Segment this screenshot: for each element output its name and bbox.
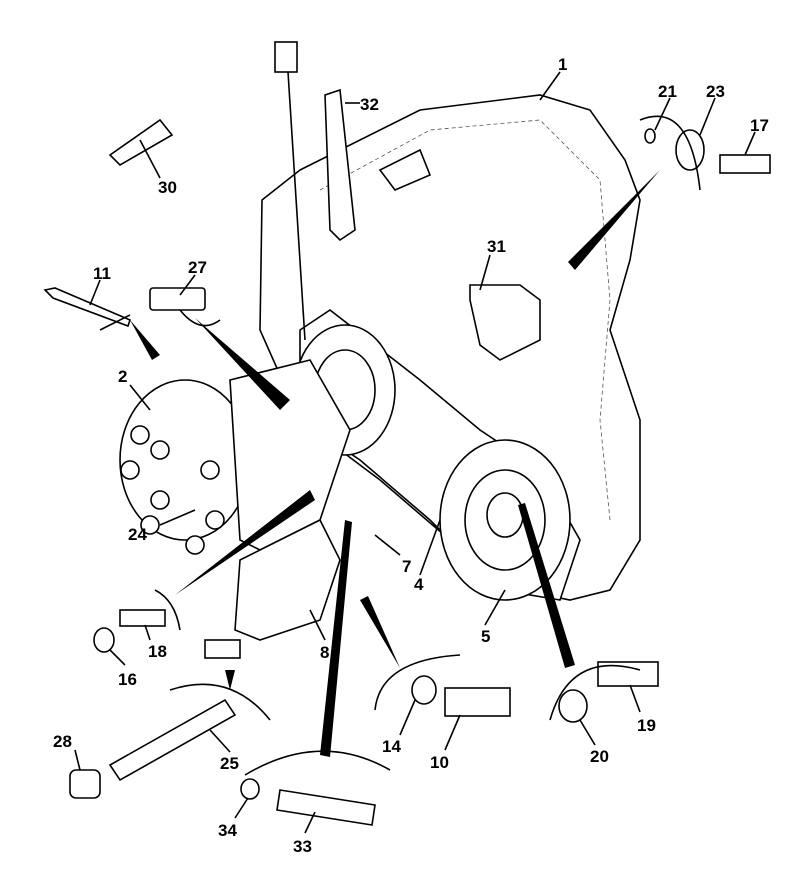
washer-16	[93, 627, 115, 653]
callout-34: 34	[218, 821, 237, 840]
bolt-18	[119, 609, 166, 627]
mount-bracket	[234, 518, 341, 641]
bolt-33	[276, 789, 376, 826]
washer-21	[644, 128, 656, 144]
callout-19: 19	[637, 716, 656, 735]
callout-11: 11	[93, 264, 111, 283]
bolt-11	[43, 287, 131, 328]
callout-25: 25	[220, 754, 239, 773]
compressor	[119, 379, 251, 541]
spacer-28	[69, 769, 101, 799]
callout-20: 20	[590, 747, 609, 766]
callout-33: 33	[293, 837, 312, 856]
callout-14: 14	[382, 737, 401, 756]
strap-bracket	[324, 88, 356, 242]
nut-34	[240, 778, 260, 800]
washer-14	[411, 675, 437, 705]
washer-23	[675, 129, 705, 171]
callout-30: 30	[158, 178, 177, 197]
bolt-17	[719, 154, 771, 174]
callout-24: 24	[128, 525, 147, 544]
callout-1: 1	[558, 55, 567, 74]
callout-17: 17	[750, 116, 769, 135]
washer-20	[558, 689, 588, 723]
callout-16: 16	[118, 670, 137, 689]
callout-5: 5	[481, 627, 490, 646]
connector	[274, 41, 298, 73]
callout-8: 8	[320, 643, 329, 662]
pulley	[439, 439, 571, 601]
callout-28: 28	[53, 732, 72, 751]
callout-31: 31	[487, 237, 506, 256]
bolt-25	[108, 698, 237, 782]
callout-7: 7	[402, 557, 411, 576]
bracket	[469, 284, 541, 361]
bolt-27	[149, 287, 206, 311]
callout-2: 2	[118, 367, 127, 386]
callout-10: 10	[430, 753, 449, 772]
callout-27: 27	[188, 258, 207, 277]
callout-23: 23	[706, 82, 725, 101]
callout-18: 18	[148, 642, 167, 661]
callout-4: 4	[414, 575, 424, 594]
callout-32: 32	[360, 95, 379, 114]
callout-21: 21	[658, 82, 677, 101]
bolt-10	[444, 687, 511, 717]
